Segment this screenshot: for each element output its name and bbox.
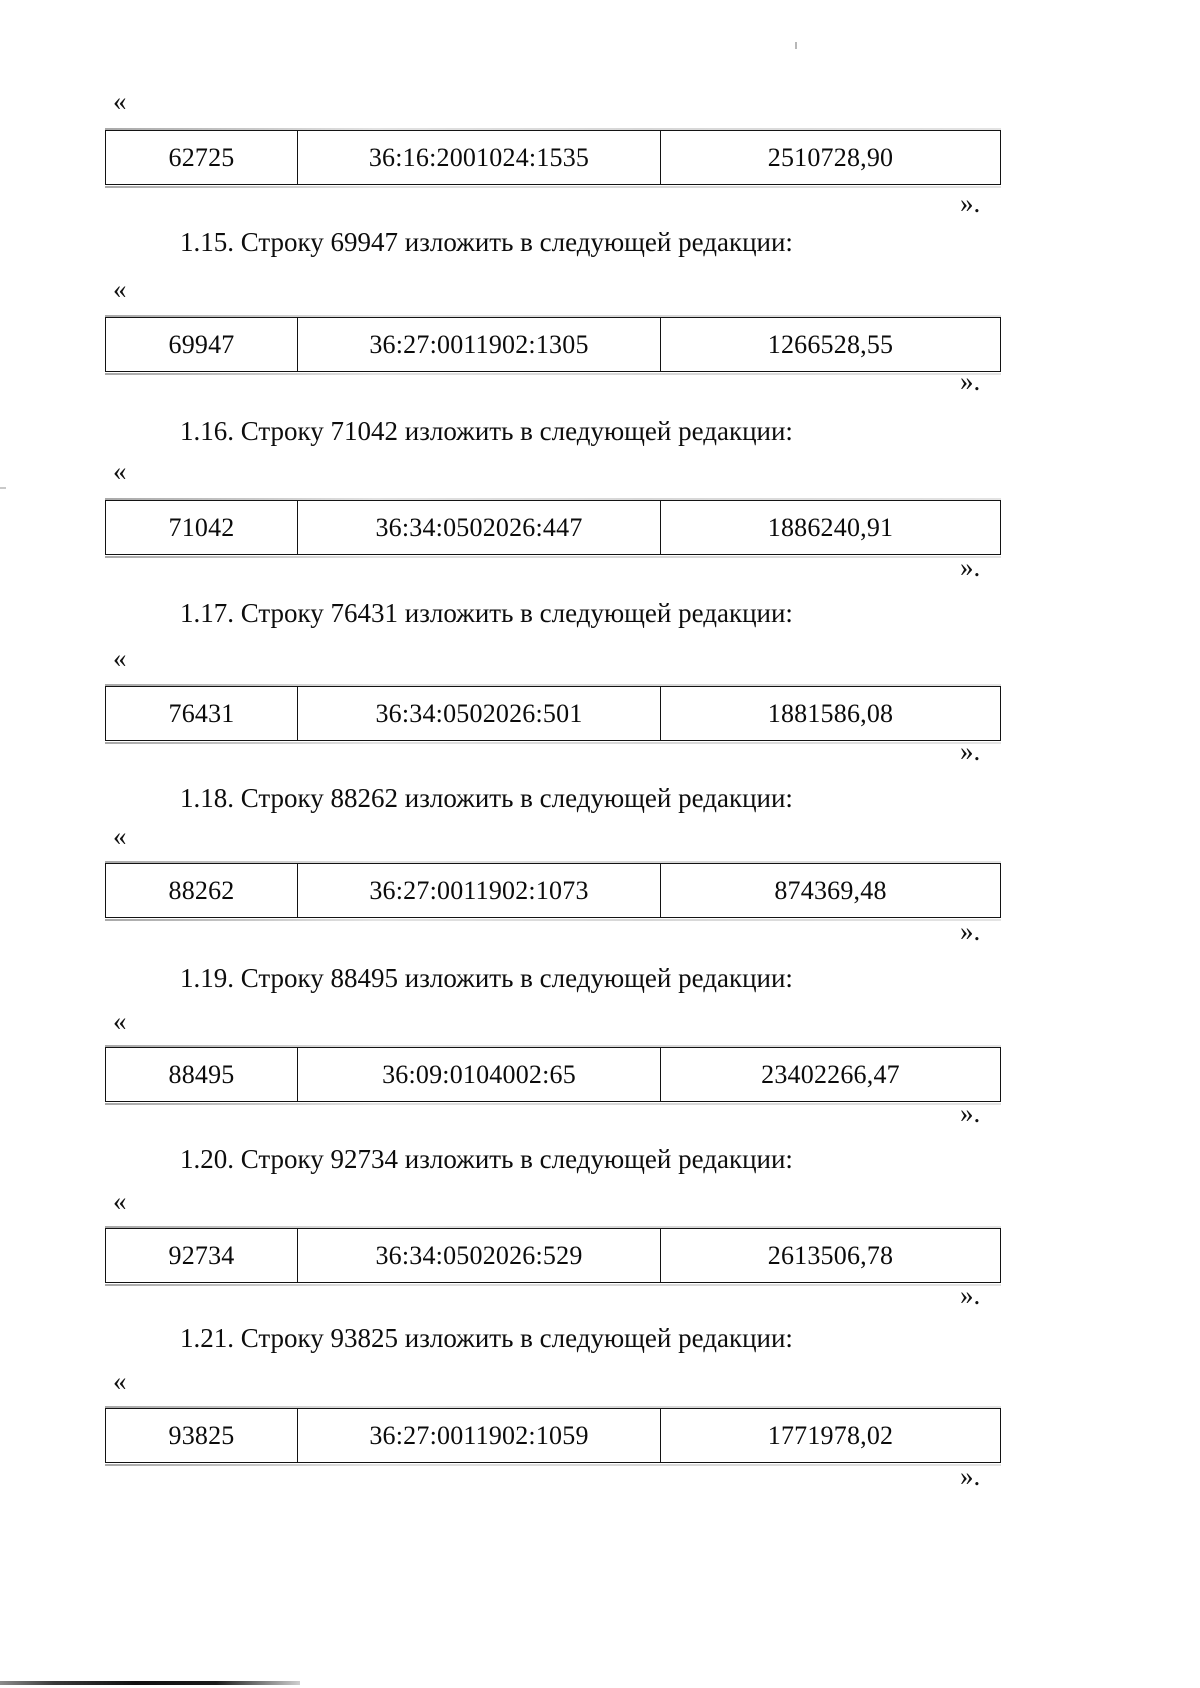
amendment-table: 71042 36:34:0502026:447 1886240,91 [105,500,1001,555]
amendment-table: 93825 36:27:0011902:1059 1771978,02 [105,1408,1001,1463]
close-quote: ». [960,736,981,766]
cell-row-number: 69947 [106,318,298,371]
amendment-table: 92734 36:34:0502026:529 2613506,78 [105,1228,1001,1283]
open-quote: « [113,1006,127,1036]
amendment-heading: 1.19. Строку 88495 изложить в следующей … [180,963,793,993]
cell-cadastral-number: 36:34:0502026:529 [298,1229,661,1282]
amendment-heading: 1.16. Строку 71042 изложить в следующей … [180,416,793,446]
cell-row-number: 93825 [106,1409,298,1462]
open-quote: « [113,643,127,673]
cell-cadastral-number: 36:34:0502026:447 [298,501,661,554]
open-quote: « [113,86,127,116]
amendment-table: 69947 36:27:0011902:1305 1266528,55 [105,317,1001,372]
amendment-table: 76431 36:34:0502026:501 1881586,08 [105,686,1001,741]
open-quote: « [113,821,127,851]
scan-rule-ghost [105,742,1001,744]
close-quote: ». [960,552,981,582]
close-quote: ». [960,1280,981,1310]
open-quote: « [113,274,127,304]
cell-cadastral-value: 23402266,47 [761,1059,900,1089]
scan-rule-ghost [105,186,1001,188]
amendment-heading: 1.17. Строку 76431 изложить в следующей … [180,598,793,628]
cell-row-number: 76431 [106,687,298,740]
close-quote: ». [960,1461,981,1491]
cell-cadastral-value: 1266528,55 [767,329,894,359]
cell-cadastral-number: 36:34:0502026:501 [298,687,661,740]
close-quote: ». [960,366,981,396]
scan-rule-ghost [105,1464,1001,1466]
cell-cadastral-number: 36:27:0011902:1059 [298,1409,661,1462]
cell-row-number: 71042 [106,501,298,554]
amendment-heading: 1.18. Строку 88262 изложить в следующей … [180,783,793,813]
scan-rule-ghost [105,919,1001,921]
close-quote: ». [960,1098,981,1128]
close-quote: ». [960,188,981,218]
cell-cadastral-number: 36:16:2001024:1535 [298,131,661,184]
scan-rule-ghost [105,1103,1001,1105]
amendment-table: 88262 36:27:0011902:1073 874369,48 [105,863,1001,918]
cell-row-number: 92734 [106,1229,298,1282]
cell-cadastral-value: 1771978,02 [767,1420,894,1450]
cell-cadastral-value: 874369,48 [774,875,887,905]
open-quote: « [113,1186,127,1216]
close-quote: ». [960,916,981,946]
scan-rule-ghost [105,556,1001,558]
scan-edge-tick [0,487,6,489]
open-quote: « [113,1366,127,1396]
amendment-heading: 1.21. Строку 93825 изложить в следующей … [180,1323,793,1353]
cell-cadastral-number: 36:27:0011902:1305 [298,318,661,371]
cell-cadastral-value: 2510728,90 [767,142,894,172]
cell-cadastral-value: 1886240,91 [767,512,894,542]
scan-rule-ghost [105,1284,1001,1286]
amendment-table: 88495 36:09:0104002:65 23402266,47 [105,1047,1001,1102]
cell-cadastral-value: 2613506,78 [767,1240,894,1270]
amendment-heading: 1.20. Строку 92734 изложить в следующей … [180,1144,793,1174]
amendment-table: 62725 36:16:2001024:1535 2510728,90 [105,130,1001,185]
cell-cadastral-value: 1881586,08 [767,698,894,728]
cell-row-number: 62725 [106,131,298,184]
cell-row-number: 88262 [106,864,298,917]
scan-speck-top [795,42,797,49]
scan-bottom-artifact [0,1681,300,1685]
cell-row-number: 88495 [106,1048,298,1101]
cell-cadastral-number: 36:09:0104002:65 [298,1048,661,1101]
open-quote: « [113,456,127,486]
amendment-heading: 1.15. Строку 69947 изложить в следующей … [180,227,793,257]
scan-rule-ghost [105,373,1001,375]
cell-cadastral-number: 36:27:0011902:1073 [298,864,661,917]
